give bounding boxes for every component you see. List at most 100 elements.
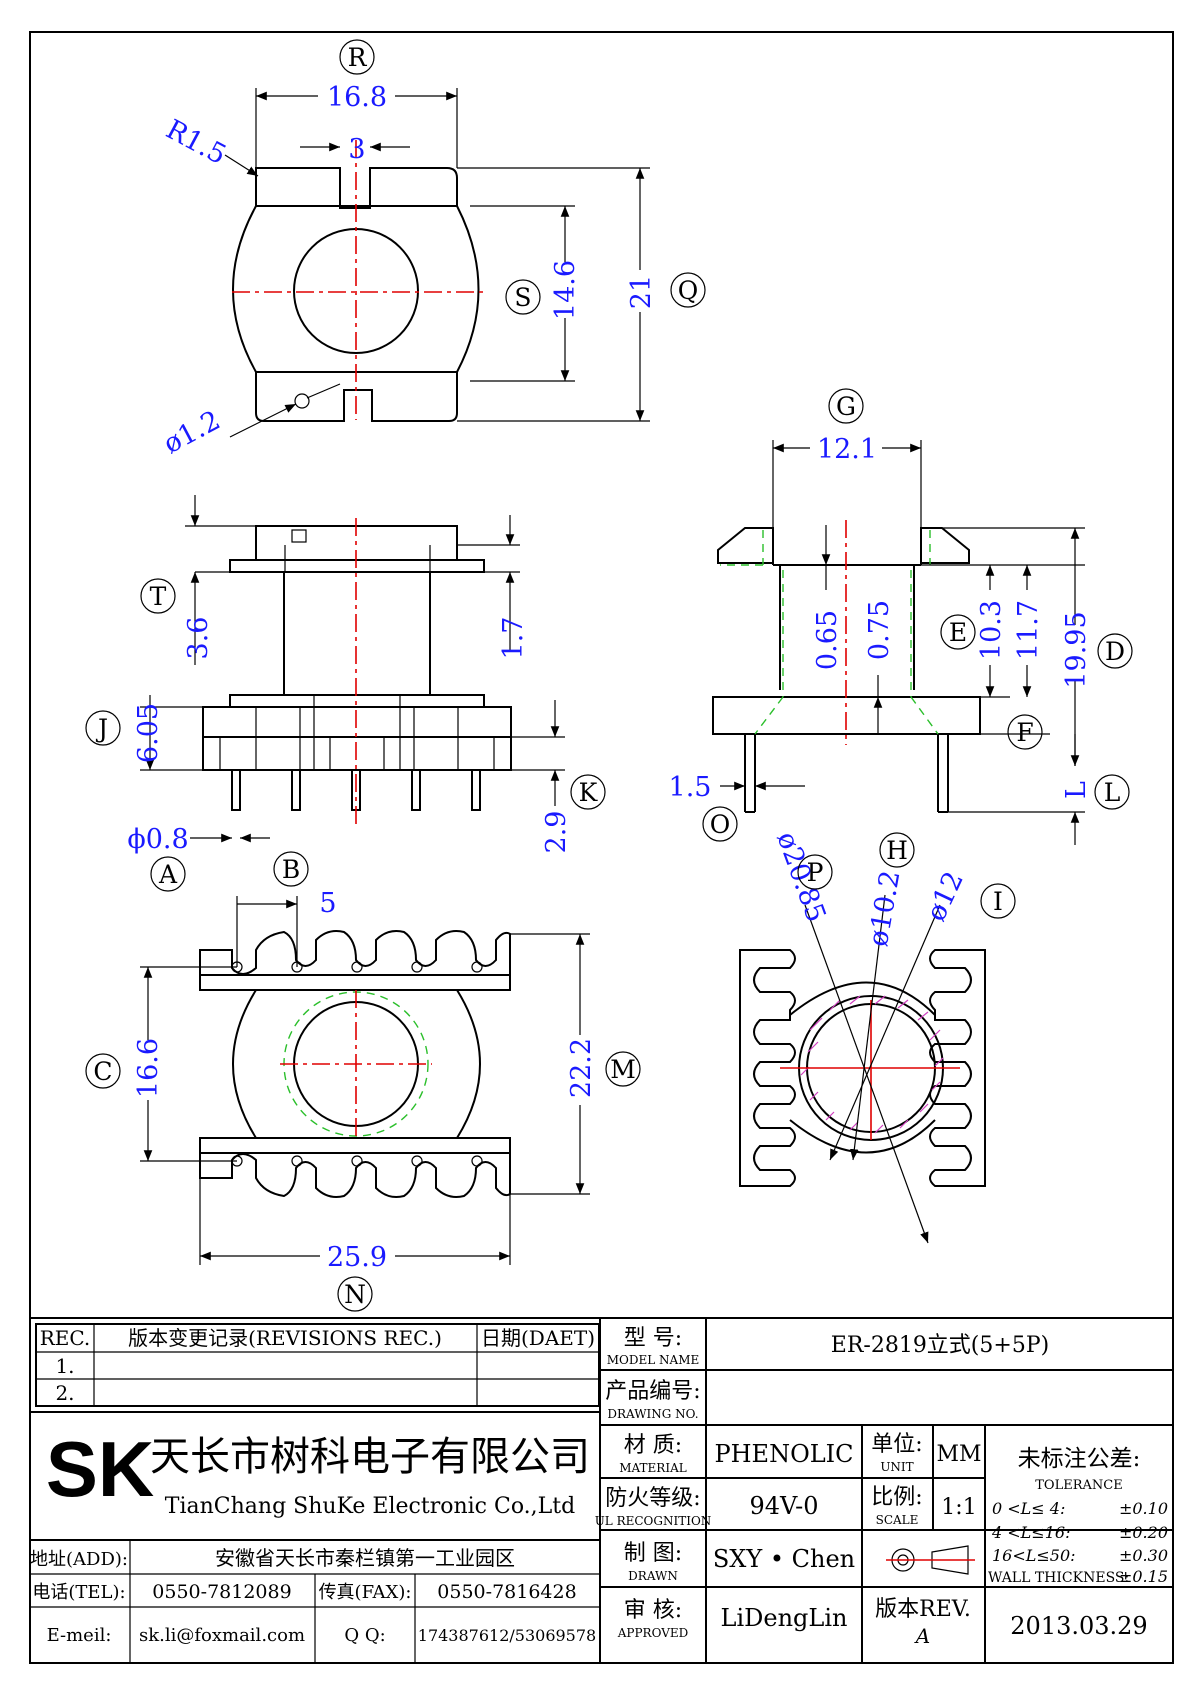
front-view: 3.6 1.7 6.05 2.9 ϕ0.8	[127, 495, 572, 855]
wall-thickness-value: ±0.15	[1119, 1567, 1168, 1586]
date-value: 2013.03.29	[1010, 1612, 1147, 1640]
label-E: E	[949, 618, 967, 647]
dim-width: 16.8	[327, 82, 387, 113]
model-label-cn: 型 号:	[624, 1326, 682, 1351]
drawn-value: SXY • Chen	[713, 1545, 855, 1573]
projection-symbol-icon	[886, 1545, 975, 1575]
dim-e: 10.3	[976, 600, 1007, 660]
dim-pin-diameter: ϕ0.8	[127, 824, 188, 855]
dim-wall-1: 0.65	[812, 610, 843, 670]
ul-value: 94V-0	[749, 1492, 818, 1520]
dim-radius: R1.5	[161, 114, 231, 171]
view-labels: R S Q T J A B K G E D F O L C M N P H I	[85, 39, 1133, 1312]
material-label-cn: 材 质:	[624, 1433, 682, 1458]
rev-row-2: 2.	[55, 1381, 74, 1405]
label-T: T	[150, 582, 167, 611]
dim-inner-dia: ø10.2	[863, 868, 907, 949]
dim-top-height: 3.6	[183, 617, 214, 660]
label-A: A	[158, 860, 178, 889]
label-C: C	[93, 1057, 112, 1086]
material-value: PHENOLIC	[714, 1440, 853, 1468]
side-view: 12.1 0.65 0.75 10.3 11.7 19.95 1.5 L	[669, 434, 1092, 845]
dim-pitch: 5	[319, 888, 336, 919]
label-L: L	[1104, 778, 1121, 807]
fax-value: 0550-7816428	[437, 1581, 576, 1603]
company-logo: SK	[46, 1425, 154, 1513]
tolerance-label-cn: 未标注公差:	[1018, 1446, 1141, 1472]
unit-value: MM	[936, 1442, 981, 1467]
tel-label: 电话(TEL):	[32, 1582, 125, 1603]
drawing-label-en: DRAWING NO.	[607, 1407, 698, 1421]
ul-label-en: UL RECOGNITION	[595, 1514, 712, 1528]
label-B: B	[282, 855, 300, 884]
dim-slot: 3	[348, 134, 365, 165]
model-value: ER-2819立式(5+5P)	[831, 1333, 1049, 1358]
company-name-en: TianChang ShuKe Electronic Co.,Ltd	[165, 1494, 575, 1519]
dim-side-width: 12.1	[817, 434, 877, 465]
qq-value: 174387612/53069578	[418, 1626, 596, 1645]
scale-label-en: SCALE	[876, 1513, 919, 1527]
unit-label-cn: 单位:	[871, 1432, 922, 1457]
drawn-label-en: DRAWN	[628, 1569, 678, 1583]
top-view: 16.8 3 R1.5 14.6 21 ø1.2	[159, 82, 657, 460]
bottom-view: 5 16.6 22.2 25.9	[133, 888, 597, 1273]
dim-f: 11.7	[1013, 600, 1044, 660]
company-name-cn: 天长市树科电子有限公司	[150, 1434, 590, 1480]
address-label: 地址(ADD):	[30, 1549, 128, 1570]
dim-flange: 1.7	[498, 617, 529, 660]
ul-label-cn: 防火等级:	[605, 1486, 700, 1511]
unit-label-en: UNIT	[880, 1460, 913, 1474]
dim-base: 6.05	[133, 703, 164, 763]
tolerance-range-1: 0 <L≤ 4:	[992, 1499, 1065, 1518]
dim-overall: 21	[626, 275, 657, 309]
tolerance-label-en: TOLERANCE	[1035, 1478, 1122, 1493]
dim-outer-pin: 22.2	[566, 1038, 597, 1098]
dim-pin-offset: 1.5	[669, 772, 712, 803]
tolerance-range-2: 4 <L≤16:	[991, 1523, 1070, 1542]
scale-label-cn: 比例:	[871, 1485, 922, 1510]
tel-value: 0550-7812089	[152, 1581, 291, 1603]
section-view: ø20.85 ø10.2 ø12	[739, 828, 986, 1244]
label-J: J	[95, 714, 108, 743]
tolerance-value-3: ±0.30	[1119, 1546, 1168, 1565]
label-P: P	[807, 858, 824, 887]
label-F: F	[1016, 718, 1033, 747]
tolerance-value-2: ±0.20	[1119, 1523, 1168, 1542]
drawn-label-cn: 制 图:	[624, 1541, 682, 1566]
drawing-border	[29, 31, 1174, 1664]
label-S: S	[514, 283, 531, 312]
dim-pin-length: 2.9	[541, 811, 572, 854]
email-label: E-meil:	[47, 1625, 112, 1646]
label-I: I	[993, 887, 1003, 916]
dim-core-dia: ø12	[921, 867, 970, 926]
dim-inner-pin: 16.6	[133, 1038, 164, 1098]
label-K: K	[579, 778, 599, 807]
approved-label-en: APPROVED	[617, 1626, 689, 1640]
date-header: 日期(DAET)	[481, 1326, 595, 1350]
drawing-label-cn: 产品编号:	[605, 1379, 700, 1404]
wall-thickness-label: WALL THICKNESS:	[988, 1570, 1129, 1586]
dim-total: 19.95	[1061, 611, 1092, 688]
dim-wall-2: 0.75	[864, 600, 895, 660]
dim-inner: 14.6	[550, 260, 581, 320]
tolerance-value-1: ±0.10	[1119, 1499, 1168, 1518]
label-N: N	[344, 1280, 366, 1309]
material-label-en: MATERIAL	[619, 1461, 687, 1475]
fax-label: 传真(FAX):	[319, 1582, 412, 1603]
email-value: sk.li@foxmail.com	[139, 1625, 305, 1646]
approved-value: LiDengLin	[721, 1604, 848, 1632]
tolerance-range-3: 16<L≤50:	[992, 1546, 1076, 1565]
label-O: O	[710, 810, 731, 839]
address-value: 安徽省天长市秦栏镇第一工业园区	[215, 1546, 515, 1570]
model-label-en: MODEL NAME	[607, 1353, 700, 1367]
label-R: R	[348, 43, 368, 72]
label-H: H	[886, 836, 908, 865]
dim-l: L	[1061, 781, 1092, 799]
rev-label: 版本REV.	[875, 1597, 971, 1622]
label-Q: Q	[678, 276, 699, 305]
label-M: M	[610, 1055, 636, 1084]
title-block: REC. 版本变更记录(REVISIONS REC.) 日期(DAET) 1. …	[29, 1317, 1174, 1664]
rev-header: REC.	[40, 1326, 91, 1350]
rev-record-header: 版本变更记录(REVISIONS REC.)	[128, 1326, 442, 1350]
